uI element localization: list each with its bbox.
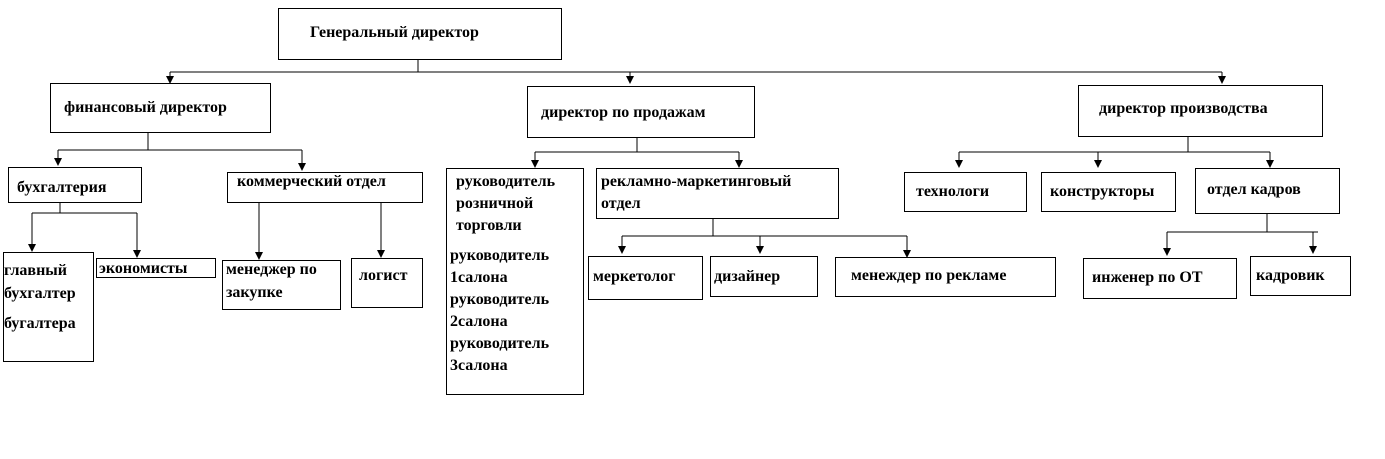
salon2-label-1: руководитель bbox=[450, 291, 550, 308]
marketer-label: меркетолог bbox=[593, 268, 676, 285]
hr-label: отдел кадров bbox=[1207, 181, 1301, 198]
designer-box bbox=[710, 256, 818, 297]
salon1-label-1: руководитель bbox=[450, 247, 550, 264]
salon3-label-1: руководитель bbox=[450, 335, 550, 352]
finance-director-label: финансовый директор bbox=[64, 99, 227, 116]
salon1-label-2: 1салона bbox=[450, 269, 508, 286]
production-director-box bbox=[1078, 85, 1323, 137]
purchasing-manager-box bbox=[222, 260, 341, 310]
marketing-box bbox=[596, 168, 839, 219]
technologists-label: технологи bbox=[916, 183, 990, 200]
marketing-label-2: отдел bbox=[601, 195, 641, 212]
hr-officer-label: кадровик bbox=[1256, 267, 1325, 284]
technologists-box bbox=[904, 172, 1027, 212]
chief-accountant-label-1: главный bbox=[4, 262, 67, 279]
accountants-label: бугалтера bbox=[4, 315, 76, 332]
salon3-label-2: 3салона bbox=[450, 357, 508, 374]
sales-director-box bbox=[527, 86, 755, 138]
production-director-label: директор производства bbox=[1099, 100, 1268, 117]
commercial-label: коммерческий отдел bbox=[237, 173, 386, 190]
economists-label: экономисты bbox=[99, 260, 188, 277]
accounting-label: бухгалтерия bbox=[17, 179, 107, 196]
designers-box bbox=[1041, 172, 1176, 212]
retail-label-1: руководитель bbox=[456, 173, 556, 190]
logistician-box bbox=[351, 258, 423, 308]
sales-director-label: директор по продажам bbox=[541, 104, 706, 121]
safety-engineer-box bbox=[1083, 258, 1237, 299]
marketer-box bbox=[588, 256, 703, 300]
ceo-box bbox=[278, 8, 562, 60]
ad-manager-box bbox=[835, 257, 1056, 297]
ceo-label: Генеральный директор bbox=[310, 24, 479, 41]
finance-director-box bbox=[50, 83, 271, 133]
designer-label: дизайнер bbox=[714, 268, 781, 285]
logistician-label: логист bbox=[359, 267, 408, 284]
retail-label-3: торговли bbox=[456, 217, 522, 234]
purchasing-manager-label-1: менеджер по bbox=[226, 261, 317, 278]
retail-box bbox=[446, 168, 584, 395]
chief-accountant-label-2: бухгалтер bbox=[4, 285, 76, 302]
chief-accountant-box bbox=[3, 252, 94, 362]
hr-box bbox=[1195, 168, 1340, 214]
safety-engineer-label: инженер по ОТ bbox=[1092, 269, 1203, 286]
marketing-label-1: рекламно-маркетинговый bbox=[601, 173, 792, 190]
commercial-box bbox=[227, 172, 423, 203]
economists-box bbox=[96, 258, 216, 278]
hr-officer-box bbox=[1250, 256, 1351, 296]
purchasing-manager-label-2: закупке bbox=[226, 284, 283, 301]
retail-label-2: розничной bbox=[456, 195, 534, 212]
ad-manager-label: менеждер по рекламе bbox=[851, 267, 1007, 284]
accounting-box bbox=[8, 167, 142, 203]
salon2-label-2: 2салона bbox=[450, 313, 508, 330]
designers-label: конструкторы bbox=[1050, 183, 1155, 200]
